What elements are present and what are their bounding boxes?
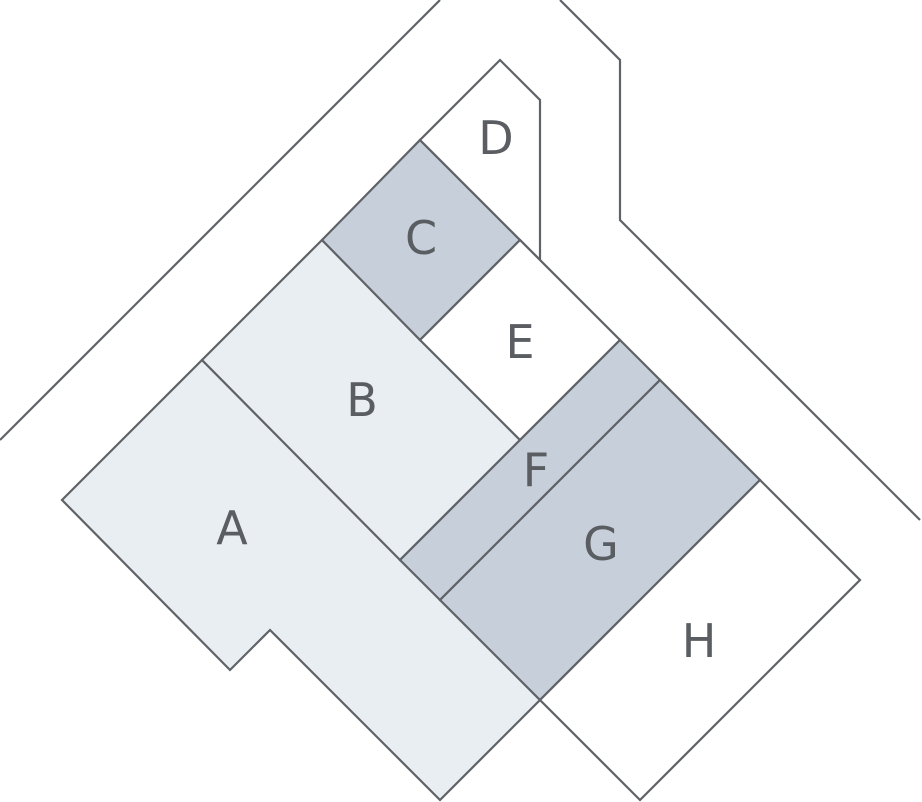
parcel-label-g: G	[583, 517, 619, 571]
parcel-label-e: E	[505, 315, 534, 369]
parcel-h[interactable]	[538, 478, 862, 802]
parcel-label-c: C	[405, 211, 437, 265]
parcel-label-a: A	[216, 501, 248, 555]
parcel-d[interactable]	[418, 58, 542, 263]
parcel-label-d: D	[478, 111, 513, 165]
parcel-label-h: H	[682, 614, 717, 668]
road-edge-right	[559, 0, 921, 521]
parcel-label-b: B	[346, 373, 378, 427]
parcel-label-f: F	[523, 443, 549, 497]
road-edge-left	[0, 0, 441, 441]
